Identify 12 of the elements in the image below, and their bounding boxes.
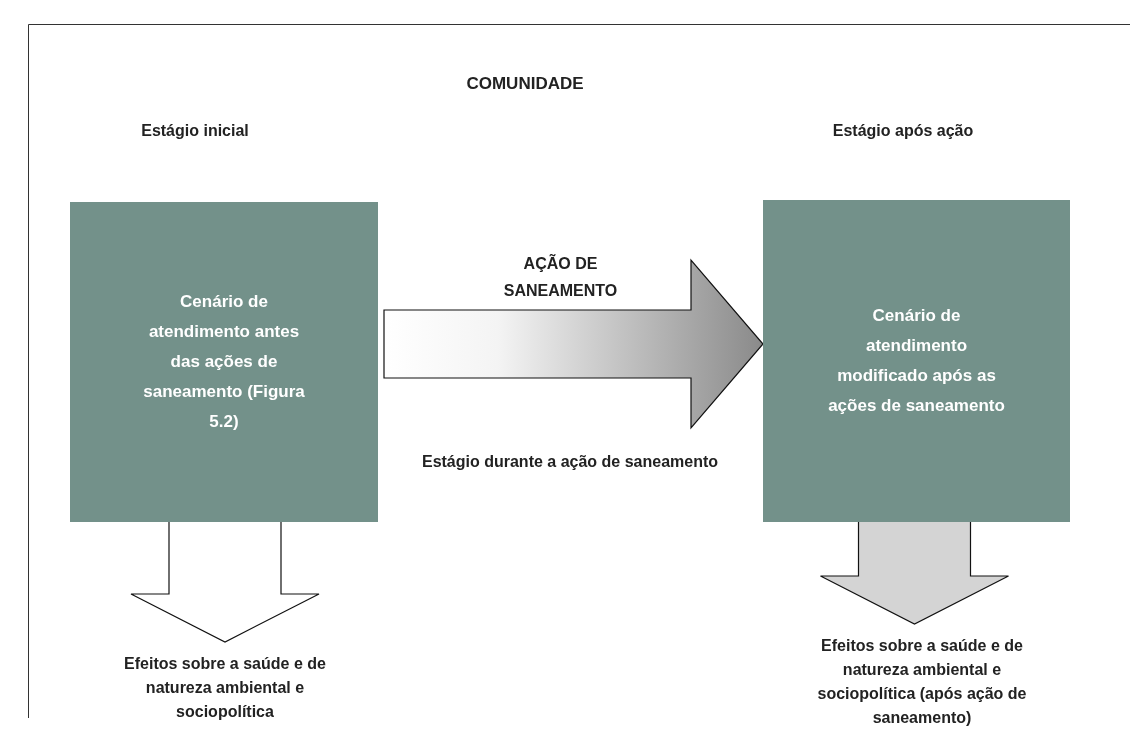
effects-text: Efeitos sobre a saúde e de natureza ambiental e sociopolítica xyxy=(95,652,355,728)
stage-caption: Estágio durante a ação de saneamento xyxy=(420,452,720,472)
stage-heading: Estágio após ação xyxy=(831,121,975,141)
block-arrow xyxy=(383,258,764,430)
scenario-box: Cenário de atendimento modificado após as ações de saneamento xyxy=(763,200,1070,522)
stage-heading: Estágio inicial xyxy=(140,121,250,141)
arrow-label: AÇÃO DE SANEAMENTO xyxy=(502,253,619,301)
scenario-box: Cenário de atendimento antes das ações de saneamento (Figura 5.2) xyxy=(70,202,378,522)
block-arrow xyxy=(130,521,320,643)
effects-text: Efeitos sobre a saúde e de natureza ambiental e sociopolítica (após ação de saneamento) xyxy=(792,634,1052,734)
diagram-title: COMUNIDADE xyxy=(465,73,585,95)
block-arrow xyxy=(819,521,1010,625)
